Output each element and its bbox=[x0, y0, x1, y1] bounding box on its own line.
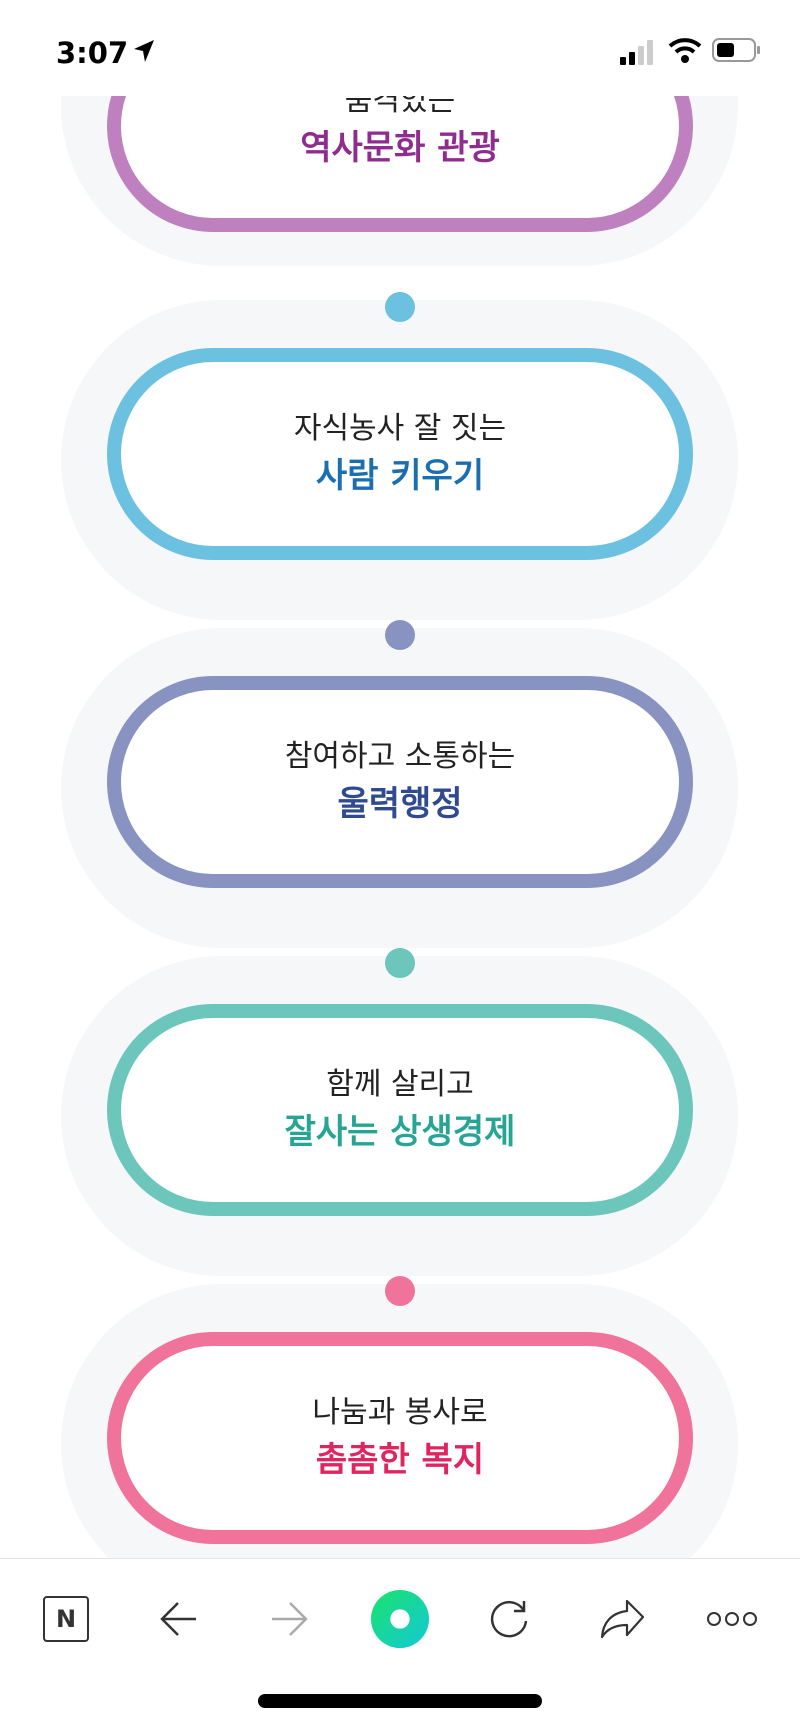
wifi-icon bbox=[668, 38, 702, 63]
policy-card-administration[interactable]: 참여하고 소통하는 울력행정 bbox=[107, 676, 693, 888]
location-arrow-icon bbox=[134, 40, 154, 62]
card-subtitle: 참여하고 소통하는 bbox=[284, 739, 516, 774]
connector-dot bbox=[385, 1276, 415, 1306]
card-title: 울력행정 bbox=[337, 784, 463, 824]
naver-home-button[interactable]: N bbox=[36, 1589, 96, 1649]
card-title: 촘촘한 복지 bbox=[315, 1440, 485, 1480]
naver-green-dot-icon bbox=[370, 1589, 430, 1649]
policy-card-education[interactable]: 자식농사 잘 짓는 사람 키우기 bbox=[107, 348, 693, 560]
cellular-signal-icon bbox=[620, 40, 653, 65]
card-subtitle: 함께 살리고 bbox=[326, 1067, 474, 1102]
home-indicator[interactable] bbox=[258, 1694, 542, 1708]
card-subtitle: 품격있는 bbox=[344, 96, 456, 118]
card-title: 역사문화 관광 bbox=[300, 128, 500, 168]
policy-card-welfare[interactable]: 나눔과 봉사로 촘촘한 복지 bbox=[107, 1332, 693, 1544]
more-dots-icon bbox=[707, 1612, 757, 1626]
green-dot-button[interactable] bbox=[370, 1589, 430, 1649]
more-button[interactable] bbox=[702, 1589, 762, 1649]
share-arrow-icon bbox=[600, 1599, 645, 1639]
reload-button[interactable] bbox=[480, 1589, 540, 1649]
share-button[interactable] bbox=[592, 1589, 652, 1649]
status-bar: 3:07 bbox=[0, 0, 800, 96]
arrow-right-icon bbox=[272, 1602, 308, 1636]
policy-card-economy[interactable]: 함께 살리고 잘사는 상생경제 bbox=[107, 1004, 693, 1216]
card-title: 사람 키우기 bbox=[315, 456, 485, 496]
page-content: 품격있는 역사문화 관광 자식농사 잘 짓는 사람 키우기 참여하고 소통하는 … bbox=[0, 96, 800, 1558]
connector-dot bbox=[385, 292, 415, 322]
policy-card-tourism[interactable]: 품격있는 역사문화 관광 bbox=[107, 96, 693, 232]
connector-dot bbox=[385, 948, 415, 978]
arrow-left-icon bbox=[160, 1602, 196, 1636]
battery-icon bbox=[712, 38, 760, 62]
back-button[interactable] bbox=[148, 1589, 208, 1649]
naver-n-icon: N bbox=[43, 1596, 89, 1642]
status-time: 3:07 bbox=[56, 36, 129, 70]
card-title: 잘사는 상생경제 bbox=[284, 1112, 516, 1152]
forward-button[interactable] bbox=[260, 1589, 320, 1649]
connector-dot bbox=[385, 620, 415, 650]
card-subtitle: 자식농사 잘 짓는 bbox=[293, 411, 507, 446]
reload-icon bbox=[490, 1601, 528, 1638]
card-subtitle: 나눔과 봉사로 bbox=[312, 1395, 488, 1430]
naver-label: N bbox=[55, 1605, 77, 1633]
